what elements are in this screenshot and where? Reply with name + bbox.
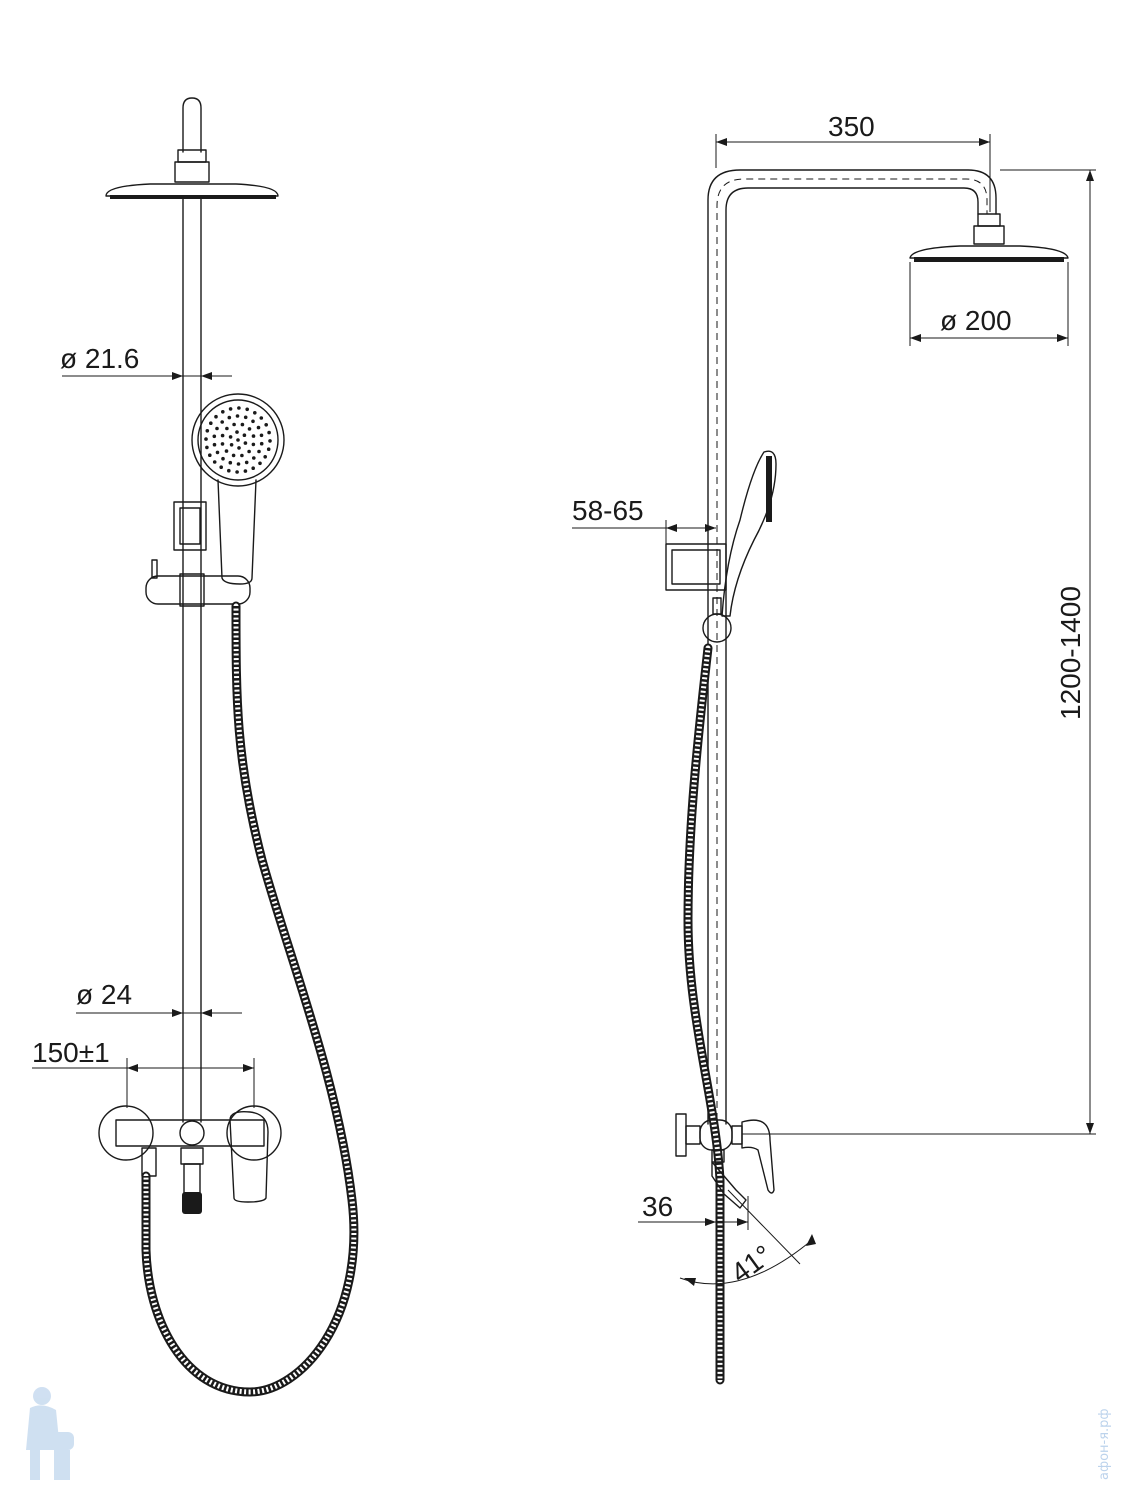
side-mixer — [675, 1113, 775, 1209]
holder-offset-label: 58-65 — [572, 495, 644, 526]
nozzle-dot — [237, 446, 241, 450]
spout-offset-label: 36 — [642, 1191, 673, 1222]
dimension-total-height: 1200-1400 — [742, 169, 1096, 1135]
nozzle-dot — [242, 433, 247, 438]
nozzle-dot — [264, 423, 269, 427]
hand-shower-holder — [145, 501, 251, 607]
front-bottom-pipe-label: ø 24 — [76, 979, 132, 1010]
nozzle-dot — [219, 465, 223, 470]
nozzle-dot — [209, 421, 213, 426]
nozzle-dot — [235, 430, 239, 434]
nozzle-dot — [205, 429, 210, 433]
nozzle-dot — [266, 447, 271, 452]
nozzle-dot — [228, 460, 233, 465]
nozzle-dot — [237, 406, 241, 410]
riser-pipe — [182, 198, 202, 1123]
nozzle-dot — [229, 443, 234, 447]
nozzle-dot — [267, 430, 271, 435]
shower-hose — [141, 601, 359, 1397]
nozzle-dot — [205, 445, 209, 450]
nozzle-dot — [243, 441, 248, 445]
nozzle-dot — [212, 434, 217, 439]
nozzle-dot — [221, 410, 225, 414]
nozzle-dot — [231, 453, 236, 458]
nozzle-dot — [251, 434, 256, 438]
nozzle-dot — [220, 442, 225, 446]
watermark-text: афон-я.рф — [1097, 1408, 1112, 1480]
nozzle-dot — [253, 411, 257, 415]
nozzle-dot — [227, 415, 232, 420]
nozzle-dot — [212, 460, 217, 464]
side-holder — [665, 543, 732, 643]
dimension-inlet-spacing: 150±1 — [32, 1037, 255, 1108]
nozzle-dot — [215, 426, 219, 431]
nozzle-dot — [204, 437, 208, 441]
nozzle-dot — [214, 414, 218, 419]
nozzle-dot — [236, 438, 240, 442]
side-rain-head — [909, 213, 1069, 262]
arm-reach-label: 350 — [828, 111, 875, 142]
nozzle-dot — [256, 425, 261, 430]
nozzle-dot — [208, 453, 212, 458]
mixer-valve — [98, 1105, 282, 1214]
dimension-front-bottom-pipe: ø 24 — [76, 979, 242, 1017]
nozzle-dot — [224, 449, 229, 453]
nozzle-dot — [240, 453, 244, 458]
spout-angle-label: 41° — [725, 1239, 777, 1289]
dimension-head-diameter: ø 200 — [909, 262, 1069, 346]
nozzle-dot — [228, 407, 233, 411]
plumber-mascot-icon — [26, 1387, 74, 1480]
front-top-pipe-label: ø 21.6 — [60, 343, 139, 374]
nozzle-dot — [215, 450, 220, 455]
nozzle-dot — [245, 407, 249, 412]
dimension-spout-offset: 36 — [638, 1191, 749, 1230]
rain-shower-head — [105, 183, 279, 199]
nozzle-dot — [244, 460, 249, 465]
nozzle-dot — [227, 468, 231, 473]
total-height-label: 1200-1400 — [1055, 586, 1086, 720]
nozzle-dot — [247, 449, 251, 454]
nozzle-dot — [263, 455, 268, 459]
dimension-holder-offset: 58-65 — [572, 495, 716, 544]
nozzle-dot — [251, 442, 256, 447]
nozzle-dot — [247, 427, 252, 431]
nozzle-dot — [259, 433, 264, 438]
nozzle-dot — [252, 456, 256, 460]
nozzle-dot — [268, 439, 272, 443]
nozzle-dot — [235, 470, 239, 474]
front-view: ø 21.6 ø 24 150±1 — [32, 97, 359, 1397]
nozzle-dot — [220, 420, 224, 424]
nozzle-dot — [232, 422, 236, 427]
nozzle-dot — [220, 433, 225, 438]
nozzle-dot — [221, 456, 225, 461]
dimension-front-top-pipe: ø 21.6 — [60, 343, 232, 380]
nozzle-dot — [235, 414, 240, 418]
side-view: 350 ø 200 58-65 1200-1400 — [572, 111, 1096, 1385]
nozzle-dot — [240, 422, 245, 427]
nozzle-dot — [212, 442, 217, 447]
side-hose — [683, 643, 725, 1385]
nozzle-dot — [236, 462, 241, 466]
nozzle-dot — [257, 449, 261, 454]
nozzle-dot — [251, 466, 255, 471]
side-hand-shower — [721, 450, 777, 617]
nozzle-dot — [258, 461, 262, 466]
nozzle-dot — [228, 435, 233, 439]
inlet-spacing-label: 150±1 — [32, 1037, 110, 1068]
nozzle-dot — [243, 415, 248, 420]
hand-shower — [191, 393, 285, 585]
side-riser-arm — [707, 169, 997, 1125]
nozzle-dot — [259, 441, 264, 446]
nozzle-dot — [251, 419, 255, 424]
head-diameter-label: ø 200 — [940, 305, 1012, 336]
dimension-arm-reach: 350 — [715, 111, 991, 212]
nozzle-dot — [243, 469, 248, 473]
nozzle-dot — [259, 416, 264, 420]
nozzle-dot — [225, 426, 229, 431]
